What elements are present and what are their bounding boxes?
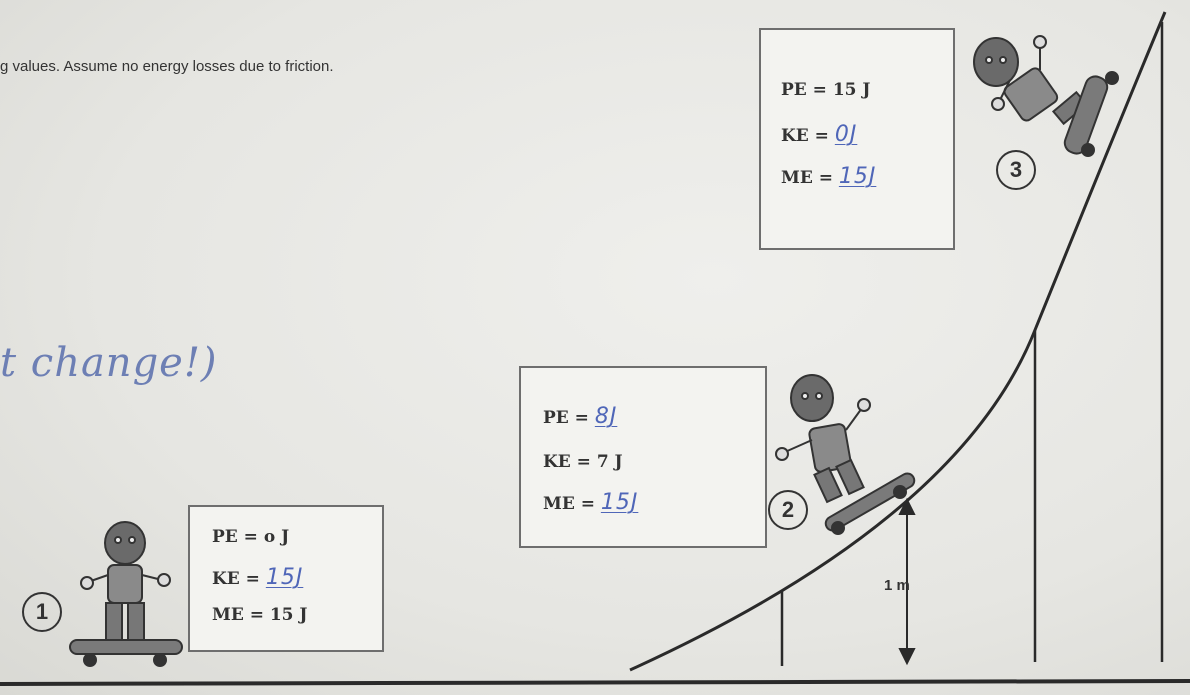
energy-box-position-1: PE = o J KE = 15J ME = 15 J (188, 505, 384, 652)
ground-line (0, 679, 1190, 686)
ke-row-3: KE = 0J (781, 122, 857, 147)
position-3-marker: 3 (996, 150, 1036, 190)
me-row-2: ME = 15J (543, 490, 638, 515)
ke-label-1: KE = (212, 569, 266, 589)
pe-value-3: PE = 15 J (781, 80, 871, 100)
pe-label-2: PE = (543, 408, 595, 428)
handwritten-note: t change!) (0, 340, 218, 386)
height-arrow (898, 497, 916, 666)
me-label-3: ME = (781, 168, 839, 188)
height-label: 1 m (884, 577, 910, 594)
pe-row-2: PE = 8J (543, 404, 617, 429)
position-1-marker: 1 (22, 592, 62, 632)
pe-answer-2: 8J (594, 404, 618, 429)
me-label-2: ME = (543, 494, 601, 514)
position-2-marker: 2 (768, 490, 808, 530)
energy-box-position-3: PE = 15 J KE = 0J ME = 15J (759, 28, 955, 250)
me-row-3: ME = 15J (781, 164, 876, 189)
ke-row-1: KE = 15J (212, 565, 303, 590)
instructions-text: g values. Assume no energy losses due to… (0, 58, 334, 75)
ke-value-2: KE = 7 J (543, 452, 623, 472)
ke-answer-3: 0J (834, 122, 858, 147)
me-value-1: ME = 15 J (212, 605, 308, 625)
ke-label-3: KE = (781, 126, 835, 146)
ramp-curve (629, 11, 1167, 672)
skater-3-figure (973, 35, 1119, 157)
skater-1-figure (69, 521, 183, 667)
energy-box-position-2: PE = 8J KE = 7 J ME = 15J (519, 366, 767, 548)
skater-2-figure (775, 374, 916, 535)
ke-answer-1: 15J (265, 565, 304, 590)
pe-value-1: PE = o J (212, 527, 290, 547)
me-answer-2: 15J (600, 490, 639, 515)
me-answer-3: 15J (838, 164, 877, 189)
